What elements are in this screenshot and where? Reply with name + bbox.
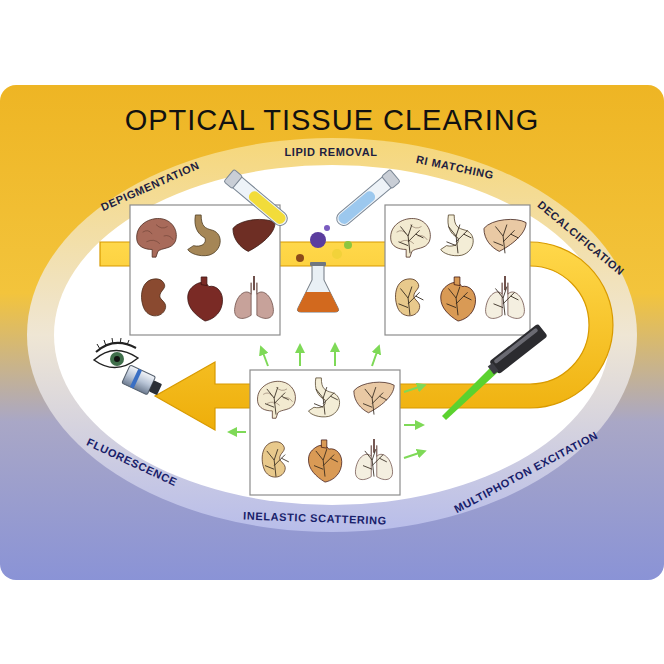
imaging-panel: [314, 387, 338, 415]
background-panel: [27, 138, 637, 532]
reagent-bubbles: [296, 254, 304, 262]
observer-eye: [94, 338, 138, 368]
emission-arrows: [262, 350, 268, 366]
imaging-panel: [265, 387, 289, 415]
emission-arrows: [232, 431, 246, 433]
emission-arrows: [334, 347, 336, 366]
reagent-flask: [297, 265, 338, 312]
reagent-bubbles: [324, 225, 330, 231]
reagent-tube: [224, 169, 243, 188]
reagent-tube: [381, 169, 400, 188]
imaging-panel: [363, 449, 387, 477]
imaging-panel: [309, 378, 340, 417]
emission-arrows: [299, 348, 301, 366]
laser-source: [486, 324, 548, 377]
cleared-organs-panel: [484, 219, 526, 251]
reagent-bubbles: [310, 232, 326, 248]
native-organs-panel: [130, 205, 280, 335]
observer-eye: [96, 343, 136, 352]
laser-source: [489, 324, 548, 375]
laser-source: [493, 328, 538, 364]
imaging-panel: [250, 370, 400, 495]
laser-source: [488, 363, 499, 375]
native-organs-panel: [137, 219, 177, 258]
reagent-flask: [310, 262, 326, 266]
cleared-organs-panel: [494, 287, 519, 316]
microscope-objective: [149, 380, 162, 395]
reagent-flask: [297, 262, 338, 312]
cleared-organs-panel: [441, 215, 473, 256]
imaging-panel: [250, 370, 400, 495]
reagent-tube: [336, 189, 377, 226]
microscope-objective: [122, 365, 164, 399]
background-panel: [0, 85, 664, 580]
observer-eye: [94, 350, 138, 367]
background-panel: [54, 165, 610, 505]
reagent-flask: [297, 292, 338, 312]
reagent-tube: [247, 189, 288, 226]
cleared-organs-panel: [486, 276, 525, 318]
imaging-panel: [355, 439, 392, 480]
imaging-panel: [314, 449, 338, 477]
observer-eye: [97, 338, 129, 349]
native-organs-panel: [233, 219, 275, 251]
native-organs-panel: [188, 215, 220, 256]
observer-eye: [110, 352, 124, 366]
laser-beam: [442, 366, 498, 420]
emission-arrows: [404, 424, 420, 426]
imaging-panel: [265, 449, 289, 477]
reagent-tube: [333, 169, 400, 229]
native-organs-panel: [130, 205, 280, 335]
reagent-bubbles: [296, 225, 352, 262]
laser-beam: [442, 366, 498, 420]
imaging-panel: [309, 440, 342, 482]
native-organs-panel: [142, 279, 166, 316]
emission-arrows: [404, 386, 422, 392]
reagent-bubbles: [344, 241, 352, 249]
cleared-organs-panel: [447, 287, 472, 316]
imaging-panel: [363, 387, 387, 415]
observer-eye: [114, 356, 120, 362]
cleared-organs-panel: [385, 205, 530, 335]
native-organs-panel: [235, 276, 274, 318]
emission-arrows: [404, 452, 422, 458]
reagent-tube: [224, 169, 291, 229]
cleared-organs-panel: [399, 225, 424, 254]
reagent-bubbles: [332, 249, 342, 259]
cleared-organs-panel: [399, 287, 424, 316]
cleared-organs-panel: [385, 205, 530, 335]
emission-arrows: [372, 349, 378, 366]
cleared-organs-panel: [441, 277, 476, 321]
diagram-title: OPTICAL TISSUE CLEARING: [125, 104, 540, 137]
cleared-organs-panel: [494, 225, 519, 254]
cleared-organs-panel: [391, 219, 431, 258]
imaging-panel: [354, 382, 394, 413]
background-panel: [0, 85, 664, 580]
cleared-organs-panel: [447, 225, 472, 254]
emission-arrows: [232, 347, 422, 458]
imaging-panel: [258, 381, 296, 418]
native-organs-panel: [188, 277, 223, 321]
microscope-objective: [130, 369, 142, 389]
process-label: LIPID REMOVAL: [284, 146, 377, 158]
